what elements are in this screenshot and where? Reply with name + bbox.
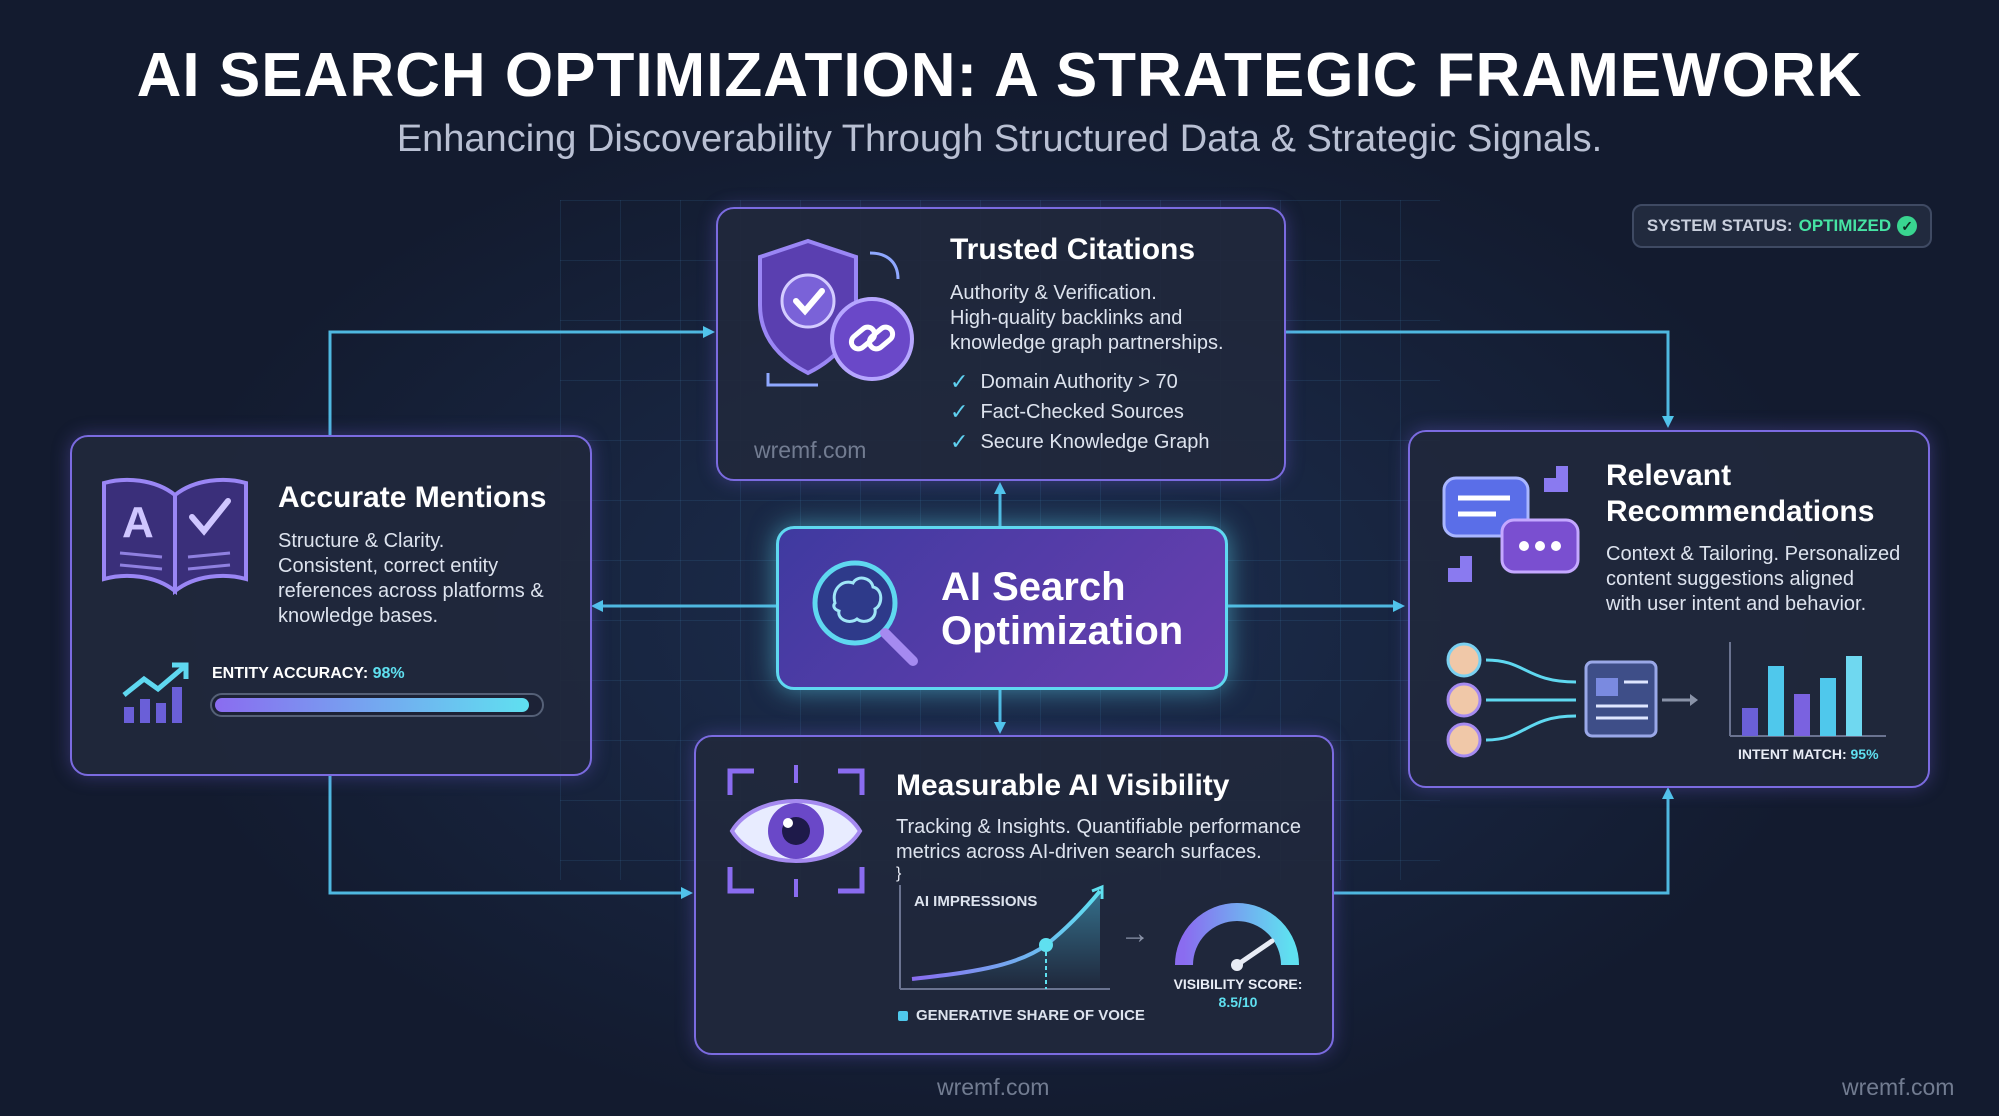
hub-line-1: AI Search [941,565,1126,609]
ai-search-optimization-hub: AI Search Optimization [776,526,1228,690]
trusted-desc-line-1: Authority & Verification. [950,282,1157,304]
arrow-right-icon: → [1120,917,1150,950]
trusted-citations-title: Trusted Citations [950,233,1196,266]
checklist-item: ✓Domain Authority > 70 [950,367,1209,397]
mentions-desc-line-3: references across platforms & [278,580,544,602]
visibility-score-label: VISIBILITY SCORE: 8.5/10 [1173,976,1303,1010]
growth-chart-icon [122,662,189,723]
entity-accuracy-fill [215,698,529,712]
user-to-content-flow-icon [1446,642,1698,758]
card-watermark: wremf.com [754,437,867,463]
status-value: OPTIMIZED [1798,216,1892,235]
accurate-mentions-card: A Accurate Mentions Structure & Clarity.… [70,435,592,776]
visibility-gauge [1175,903,1299,971]
visibility-title: Measurable AI Visibility [896,769,1230,802]
accurate-mentions-title: Accurate Mentions [278,481,547,514]
trusted-desc-line-2: High-quality backlinks and [950,307,1183,329]
relevant-recommendations-card: Relevant Recommendations Context & Tailo… [1408,430,1930,788]
hub-line-2: Optimization [941,609,1184,653]
entity-accuracy-label: ENTITY ACCURACY: 98% [212,665,405,682]
mentions-desc-line-4: knowledge bases. [278,605,439,627]
recommendations-desc-line-2: content suggestions aligned [1606,568,1854,590]
checklist-item: ✓Fact-Checked Sources [950,397,1209,427]
checklist-item: ✓Secure Knowledge Graph [950,427,1209,457]
measurable-visibility-card: Measurable AI Visibility Tracking & Insi… [694,735,1334,1055]
check-icon: ✓ [950,369,969,394]
recommendations-title-line-2: Recommendations [1606,495,1875,528]
status-label: SYSTEM STATUS: [1646,216,1793,235]
arrow-citations-to-recommendations [1284,330,1674,428]
chat-bubbles-icon [1442,466,1580,582]
arrow-mentions-to-visibility [328,775,693,899]
entity-accuracy-bar [210,693,544,717]
arrow-visibility-to-recommendations [1332,787,1674,895]
visibility-desc-line-2: metrics across AI-driven search surfaces… [896,841,1262,863]
watermark-bottom-right: wremf.com [1842,1074,1955,1100]
watermark-bottom-center: wremf.com [937,1074,1050,1100]
check-icon: ✓ [950,429,969,454]
arrow-mentions-to-citations [328,326,715,435]
user-avatar-icon [1446,642,1482,758]
recommendations-desc-line-1: Context & Tailoring. Personalized [1606,543,1901,565]
recommendations-title-line-1: Relevant [1606,459,1732,492]
trusted-checklist: ✓Domain Authority > 70 ✓Fact-Checked Sou… [950,367,1209,457]
hub-label: AI Search Optimization [941,565,1183,653]
svg-text:A: A [122,498,154,547]
visibility-desc-line-1: Tracking & Insights. Quantifiable perfor… [896,816,1302,838]
brain-search-icon [812,560,918,666]
mentions-desc-line-2: Consistent, correct entity [278,555,499,577]
mentions-desc-line-1: Structure & Clarity. [278,530,445,552]
legend-generative-share: GENERATIVE SHARE OF VOICE [898,1007,1145,1024]
check-icon: ✓ [950,399,969,424]
recommendations-desc-line-3: with user intent and behavior. [1606,593,1867,615]
legend-swatch [898,1010,908,1021]
book-icon: A [102,477,248,596]
shield-link-icon [758,238,914,387]
trusted-citations-card: Trusted Citations Authority & Verificati… [716,207,1286,481]
ai-impressions-label: AI IMPRESSIONS [914,893,1038,910]
system-status-badge: SYSTEM STATUS: OPTIMIZED ✓ [1632,204,1932,248]
check-circle-icon: ✓ [1897,216,1918,236]
eye-target-icon [727,765,865,897]
intent-bar-chart [1729,642,1886,737]
page-subtitle: Enhancing Discoverability Through Struct… [396,118,1603,160]
trusted-desc-line-3: knowledge graph partnerships. [950,332,1224,354]
page-title: AI SEARCH OPTIMIZATION: A STRATEGIC FRAM… [136,41,1863,110]
intent-match-label: INTENT MATCH: 95% [1738,746,1879,762]
ai-impressions-chart [899,884,1110,990]
